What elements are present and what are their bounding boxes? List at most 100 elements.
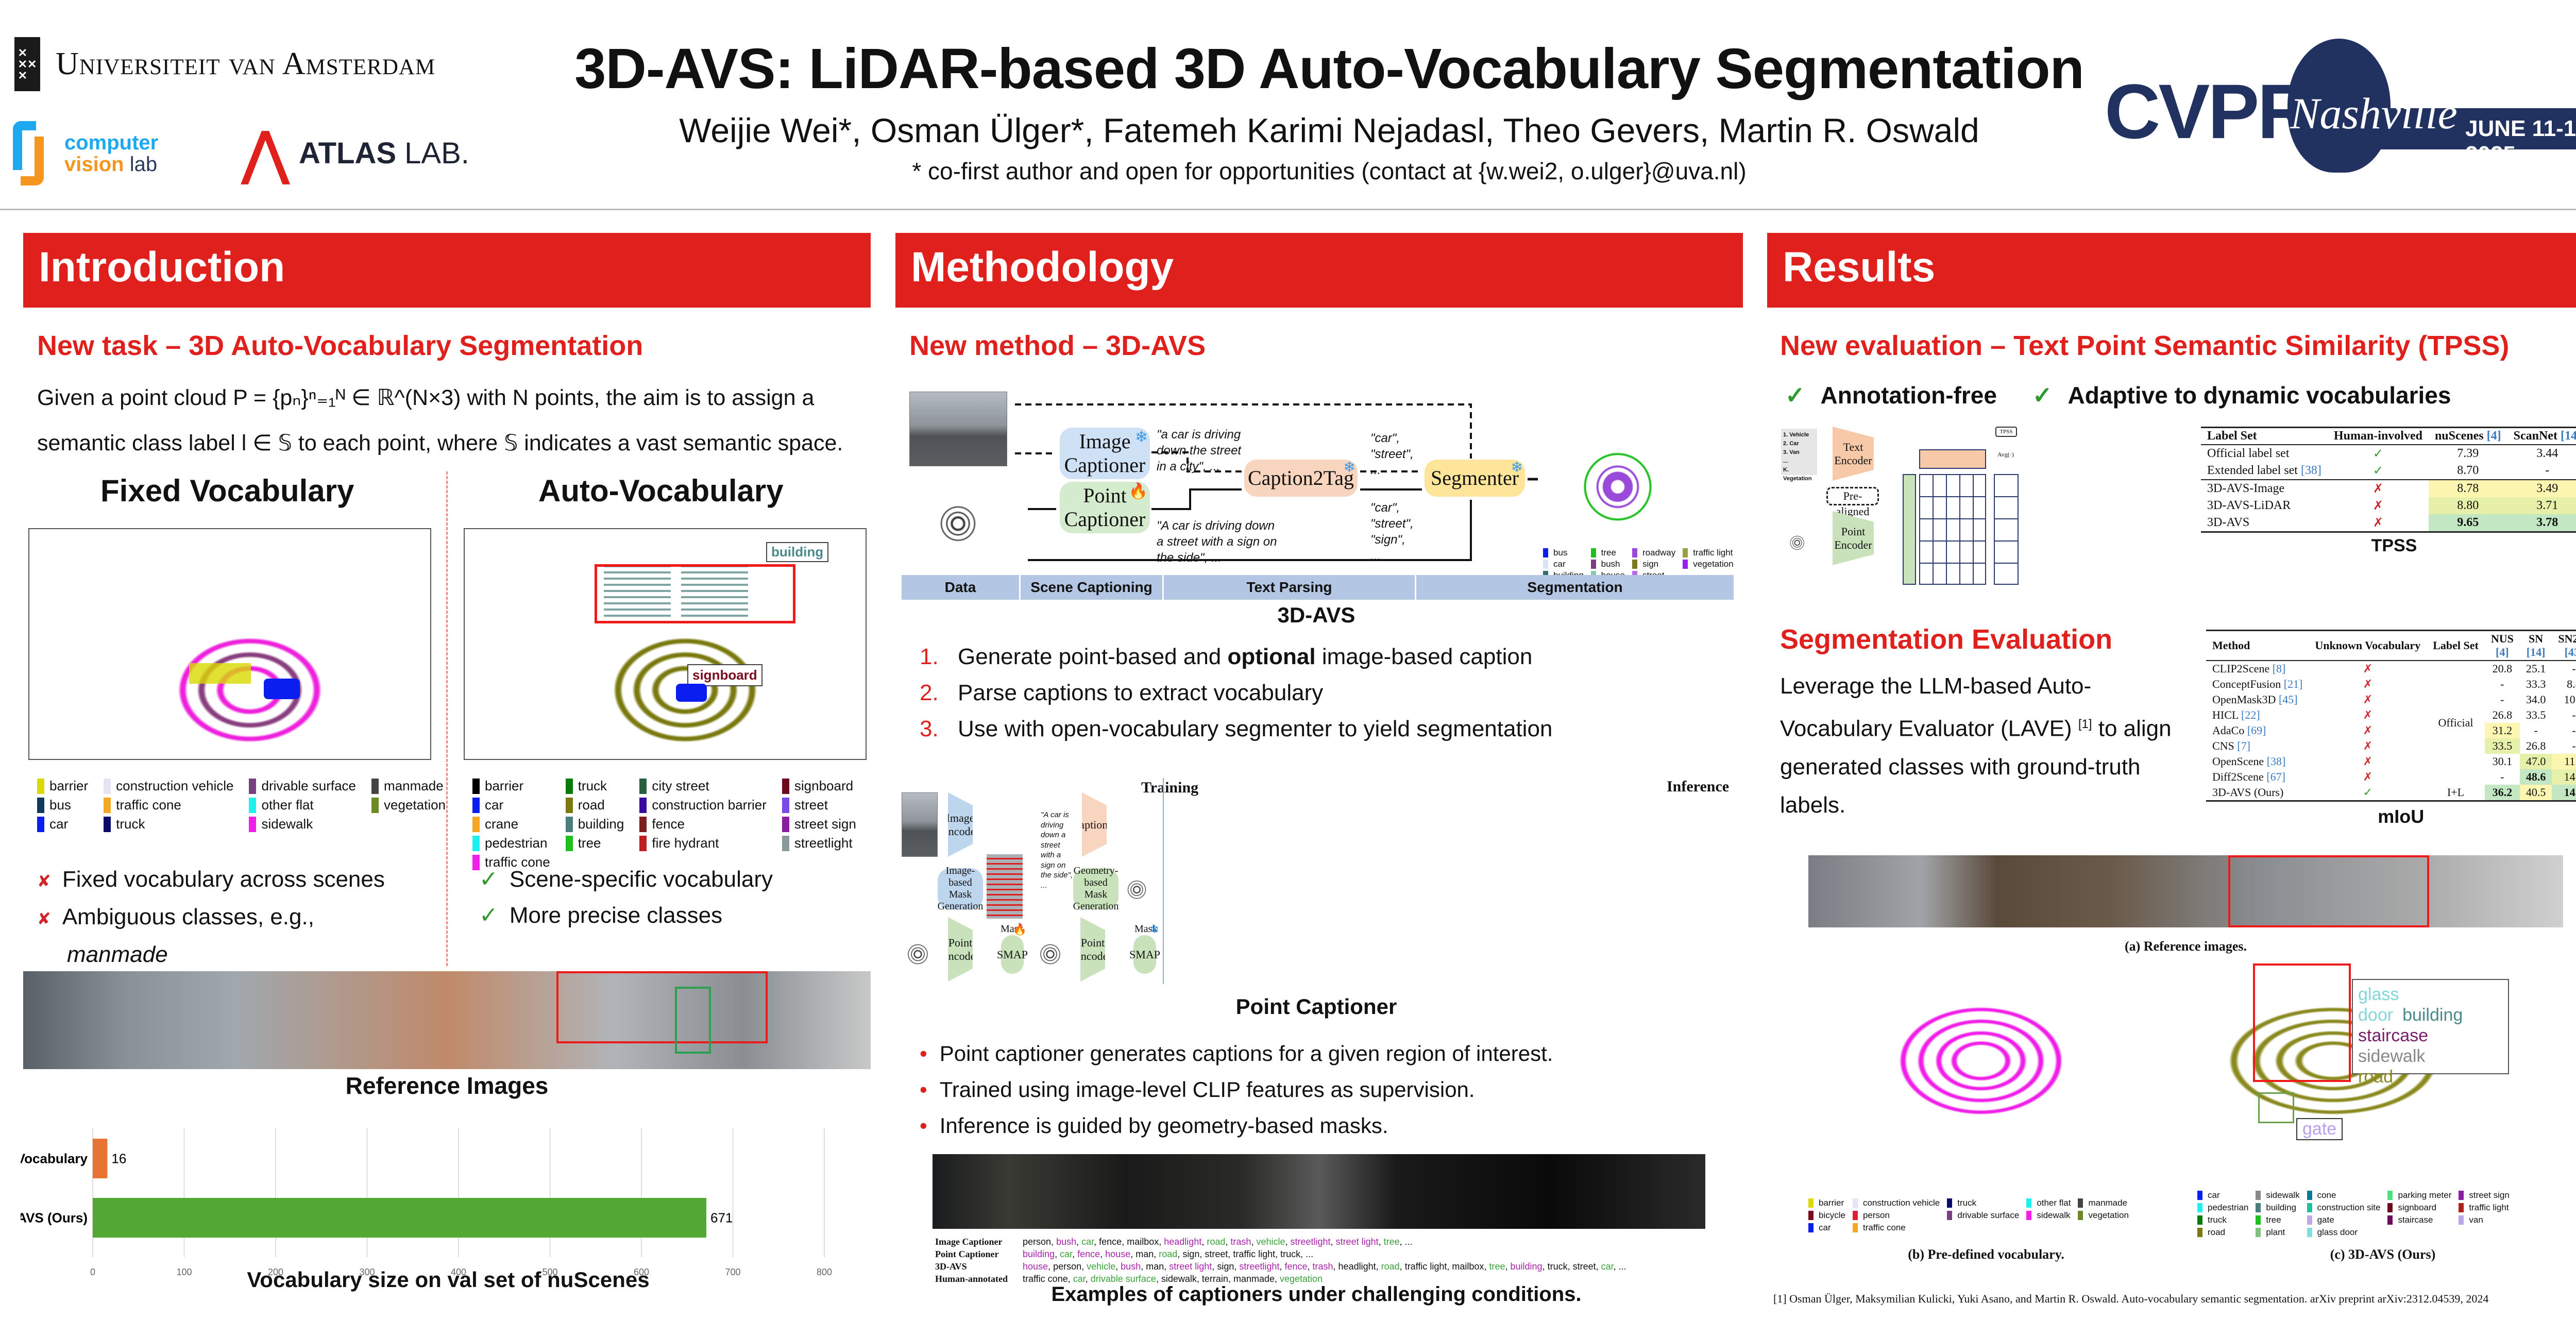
legend-item: street sign [2459, 1190, 2510, 1200]
legend-item: barrier [1808, 1198, 1845, 1208]
header-divider [0, 209, 2576, 210]
example-word: car [1601, 1261, 1614, 1272]
legend-item: car [1543, 559, 1584, 569]
bullet-item: •Inference is guided by geometry-based m… [920, 1113, 1388, 1138]
legend-item: city street [639, 778, 767, 794]
legend-label: tree [578, 835, 601, 851]
legend-swatch [371, 797, 379, 813]
legend-swatch [2256, 1203, 2261, 1212]
x-tick-label: 0 [90, 1267, 95, 1277]
step-item: 1.Generate point-based and optional imag… [920, 644, 1533, 669]
intro-text-line2: semantic class label l ∈ 𝕊 to each point… [37, 431, 843, 455]
legend-item: signboard [782, 778, 856, 794]
geometry-mask-generation: Geometry-based Mask Generation [1073, 865, 1119, 912]
x-tick-label: 400 [451, 1267, 466, 1277]
legend-label: vegetation [384, 797, 446, 813]
legend-label: car [485, 797, 504, 813]
sn200-cell: 14.6 [2552, 785, 2576, 801]
legend-swatch [104, 797, 111, 813]
row-label: Official label set [2207, 447, 2290, 460]
legend-label: drivable surface [1957, 1210, 2020, 1220]
legend-label: road [2208, 1227, 2226, 1237]
legend-label: street sign [794, 816, 856, 832]
example-word: headlight [1164, 1237, 1202, 1247]
legend-label: bicycle [1819, 1210, 1845, 1220]
example-word: street light [1169, 1261, 1212, 1272]
legend-item: construction site [2307, 1203, 2380, 1213]
legend-swatch [104, 778, 111, 794]
example-word: fence [1284, 1261, 1308, 1272]
miou-row: AdaCo [69]✗31.2-- [2206, 723, 2576, 738]
segmenter-box: Segmenter❄ [1425, 460, 1525, 497]
tags-top: "car", "street", ... [1370, 431, 1414, 478]
legend-item: construction barrier [639, 797, 767, 813]
legend-swatch [1543, 560, 1548, 569]
legend-label: parking meter [2398, 1190, 2452, 1200]
legend-item: building [565, 816, 624, 832]
callout-label: staircase [2358, 1026, 2429, 1045]
frozen-icon: ❄ [1134, 429, 1148, 446]
example-word: ... [1404, 1237, 1413, 1247]
legend-item: sidewalk [2256, 1190, 2300, 1200]
examples-caption: Examples of captioners under challenging… [1051, 1283, 1582, 1306]
pipeline-figure: Image Captioner❄ Point Captioner🔥 Captio… [899, 386, 1734, 603]
legend-swatch [37, 797, 44, 813]
legend-item: bus [37, 797, 88, 813]
legend-swatch [2387, 1215, 2393, 1225]
legend-item: tree [2256, 1215, 2299, 1225]
legend-label: drivable surface [261, 778, 357, 793]
point-encoder-inference: Point Encoder [1080, 917, 1105, 982]
legend-swatch [782, 797, 789, 813]
legend-swatch [565, 835, 573, 851]
nus-cell: 26.8 [2492, 708, 2513, 721]
legend-swatch [1543, 548, 1548, 557]
legend-label: vegetation [2088, 1210, 2129, 1220]
seg-eval-text: Leverage the LLM-based Auto-Vocabulary E… [1780, 673, 2172, 818]
atlas-light: LAB. [404, 137, 469, 170]
nus-cell: 20.8 [2492, 662, 2513, 675]
example-word: person [1053, 1261, 1082, 1272]
unknown-vocab-cell: ✗ [2363, 693, 2373, 706]
example-word: car [1060, 1249, 1073, 1259]
pipeline-lidar-image [909, 474, 1018, 564]
example-word: terrain [1201, 1274, 1228, 1284]
seg-eval-heading: Segmentation Evaluation [1780, 624, 2113, 655]
legend-swatch [249, 778, 257, 794]
legend-label: tree [1601, 548, 1616, 557]
method-steps: 1.Generate point-based and optional imag… [920, 639, 1552, 747]
legend-label: roadway [1642, 548, 1676, 557]
legend-item: truck [565, 778, 624, 794]
example-word: truck [1280, 1249, 1301, 1259]
legend-swatch [2026, 1211, 2032, 1220]
legend-label: bus [49, 797, 71, 813]
example-word: sidewalk [1161, 1274, 1197, 1284]
miou-row: OpenMask3D [45]✗-34.010.3 [2206, 692, 2576, 707]
fixed-vocab-pointcloud [28, 528, 431, 760]
predefined-caption: (b) Pre-defined vocabulary. [1908, 1247, 2064, 1262]
legend-label: other flat [261, 797, 314, 813]
unknown-vocab-cell: ✗ [2363, 678, 2373, 690]
example-word: manmade [1233, 1274, 1275, 1284]
cvpr-city: Nashville [2290, 89, 2458, 138]
similarity-matrix [1919, 474, 1986, 585]
legend-label: truck [2208, 1215, 2227, 1225]
check-annotation-free: ✓Annotation-free [1785, 382, 1997, 409]
legend-item: road [2197, 1227, 2248, 1238]
legend-label: glass door [2317, 1227, 2358, 1237]
cvl-logo: computer vision lab [13, 121, 158, 185]
cvpr-dates: JUNE 11-15, 2025 [2465, 116, 2576, 167]
legend-swatch [1590, 548, 1596, 557]
legend-swatch [1947, 1198, 1953, 1208]
auto-vocab-title: Auto-Vocabulary [538, 474, 784, 508]
legend-swatch [1632, 560, 1637, 569]
training-lidar-image [902, 915, 938, 987]
tpss-caption: TPSS [2371, 536, 2417, 555]
